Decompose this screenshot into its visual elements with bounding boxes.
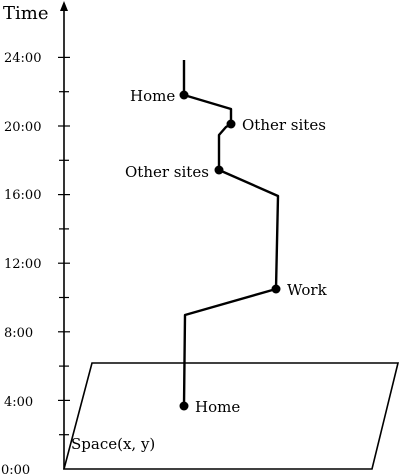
stop-dot-home-end (179, 90, 189, 100)
stop-label-other-sites-1: Other sites (125, 163, 209, 181)
stop-label-work: Work (287, 281, 328, 299)
stop-dot-work (271, 284, 281, 294)
stop-dot-other-sites-2 (226, 119, 236, 129)
tick-label-16: 16:00 (4, 188, 41, 203)
tick-label-24: 24:00 (4, 51, 41, 66)
time-axis-ticks (58, 56, 70, 436)
space-time-path (182, 60, 280, 407)
tick-label-20: 20:00 (4, 120, 41, 135)
stop-dot-home-start (179, 401, 189, 411)
tick-label-8: 8:00 (4, 326, 33, 341)
space-plane-label: Space(x, y) (71, 435, 155, 453)
stop-dot-other-sites-1 (214, 165, 224, 175)
space-plane (62, 362, 400, 470)
tick-label-4: 4:00 (4, 395, 33, 410)
tick-label-12: 12:00 (4, 257, 41, 272)
stop-label-home-start: Home (195, 398, 240, 416)
stop-label-other-sites-2: Other sites (242, 116, 326, 134)
time-axis-arrowhead (60, 1, 68, 11)
stop-label-home-end: Home (130, 87, 175, 105)
tick-label-0: 0:00 (1, 463, 30, 475)
time-axis-title: Time (3, 3, 48, 24)
